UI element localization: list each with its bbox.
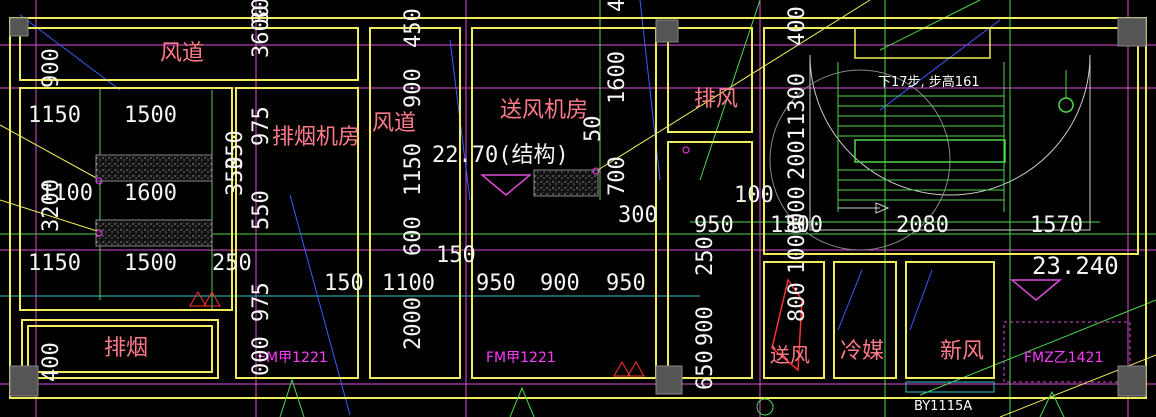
- room-fresh-air: 新风: [940, 339, 984, 364]
- vertical-dimensions: 900 3200 400 3600 300 975 550 350 350 97…: [39, 0, 810, 390]
- dim-50: 50: [581, 116, 606, 143]
- dim-1150-c: 1150: [401, 143, 426, 196]
- room-smoke-exhaust-bottom: 排烟: [104, 336, 148, 361]
- walls: [9, 17, 1147, 399]
- dim-950-a: 950: [476, 271, 516, 296]
- dim-450: 450: [401, 8, 426, 48]
- reference-dots: [95, 146, 690, 237]
- dim-1500-b: 1500: [124, 251, 177, 276]
- dim-1100-b: 1100: [382, 271, 435, 296]
- dim-000-b: 000: [785, 186, 810, 226]
- dim-550-a: 550: [249, 190, 274, 230]
- dim-350-b: 350: [223, 130, 248, 170]
- stair: [769, 27, 1091, 251]
- dim-150-b: 150: [436, 243, 476, 268]
- dim-250-a: 250: [212, 251, 252, 276]
- dim-975-b: 975: [249, 282, 274, 322]
- door-label-2: FM甲1221: [486, 350, 556, 366]
- room-air-duct-mid: 风道: [372, 111, 416, 136]
- dim-4: 4: [605, 0, 630, 12]
- room-exhaust-air: 排风: [694, 87, 738, 112]
- dim-3600: 3600: [249, 5, 274, 58]
- dim-1570: 1570: [1030, 213, 1083, 238]
- stair-note: 下17步, 步高161: [878, 74, 980, 90]
- door-swings: [279, 378, 1065, 417]
- dim-3200: 3200: [39, 179, 64, 232]
- dim-2001: 2001: [785, 127, 810, 180]
- dashed-boundary: [1003, 321, 1131, 383]
- dim-000: 000: [249, 336, 274, 376]
- dim-1600-b: 1600: [605, 51, 630, 104]
- dim-950-c: 950: [694, 213, 734, 238]
- elevation-markers: [479, 174, 1063, 301]
- dim-1300-b: 1300: [785, 73, 810, 126]
- dim-300-b: 300: [618, 203, 658, 228]
- door-label-1: FM甲1221: [258, 350, 328, 366]
- dim-900-top: 900: [39, 48, 64, 88]
- dim-800: 800: [785, 282, 810, 322]
- dim-700: 700: [605, 156, 630, 196]
- elevation-structural: 22.70(结构): [432, 143, 569, 168]
- dim-1500-a: 1500: [124, 103, 177, 128]
- room-air-duct-top: 风道: [160, 41, 204, 66]
- dim-650: 650: [693, 350, 718, 390]
- dim-900-d: 900: [693, 306, 718, 346]
- dim-1150-b: 1150: [28, 251, 81, 276]
- dim-2080: 2080: [896, 213, 949, 238]
- dim-975-a: 975: [249, 106, 274, 146]
- dim-1000: 1000: [785, 221, 810, 274]
- columns: [9, 17, 1147, 397]
- door-label-3: FMZ乙1421: [1024, 350, 1103, 366]
- dim-400-bl: 400: [39, 342, 64, 382]
- hatch-marks: [189, 290, 645, 377]
- dim-1150-a: 1150: [28, 103, 81, 128]
- horizontal-dimensions: 1150 1500 1100 1600 1150 1500 250 150 11…: [28, 103, 1083, 296]
- dim-1600-a: 1600: [124, 181, 177, 206]
- dim-350-a: 350: [223, 156, 248, 196]
- dim-950-b: 950: [606, 271, 646, 296]
- dim-400-tr: 400: [785, 6, 810, 46]
- dim-1100-a: 1100: [40, 181, 93, 206]
- dim-100: 100: [734, 183, 774, 208]
- door-hatch: [905, 381, 995, 393]
- dim-900-b: 900: [401, 68, 426, 108]
- dim-250-b: 250: [693, 236, 718, 276]
- shaft-lines: [837, 269, 933, 331]
- dim-300-a: 300: [249, 0, 274, 24]
- room-smoke-exhaust: 排烟机房: [272, 125, 360, 150]
- elevation-level: 23.240: [1032, 252, 1119, 280]
- shaft-outline: [771, 278, 803, 372]
- equipment-blocks: [95, 154, 599, 247]
- room-supply-air-small: 送风: [770, 343, 810, 367]
- dim-600-a: 600: [401, 216, 426, 256]
- dim-900-c: 900: [540, 271, 580, 296]
- dim-2000-a: 2000: [401, 297, 426, 350]
- dim-150-a: 150: [324, 271, 364, 296]
- dim-1300-a: 1300: [770, 213, 823, 238]
- room-supply-air: 送风机房: [500, 98, 588, 123]
- room-refrigerant: 冷媒: [840, 339, 884, 364]
- door-label-4: BY1115A: [914, 399, 972, 414]
